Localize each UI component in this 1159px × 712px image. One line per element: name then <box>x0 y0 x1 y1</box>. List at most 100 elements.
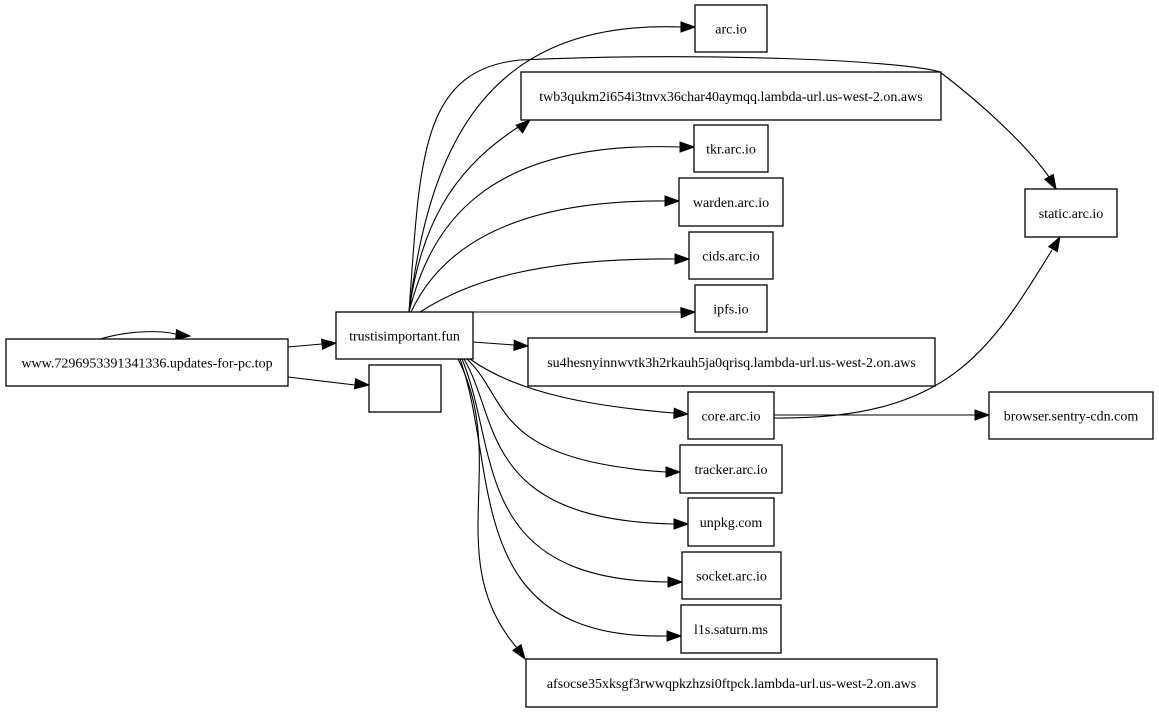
node-label: arc.io <box>715 23 746 38</box>
edge-line <box>287 343 323 348</box>
node-box <box>335 311 474 360</box>
edge-trust-to-afs <box>457 358 526 661</box>
nodes-layer: www.7296953391341336.updates-for-pc.top t… <box>5 4 1154 708</box>
edge-www-to-trust <box>287 338 338 350</box>
node-box <box>525 658 938 708</box>
arrowhead-icon <box>680 307 697 319</box>
node-label: su4hesnyinnwvtk3h2rkauh5ja0qrisq.lambda-… <box>547 356 916 371</box>
edge-line <box>463 358 675 525</box>
edge-trust-to-tkr <box>408 141 696 313</box>
arrowhead-icon <box>665 466 682 478</box>
arrowhead-icon <box>1047 235 1061 253</box>
node-label: tkr.arc.io <box>706 143 756 158</box>
node-label: warden.arc.io <box>693 196 769 211</box>
node-box <box>688 231 774 280</box>
arrowhead-icon <box>680 21 697 33</box>
arrowhead-icon <box>673 518 690 530</box>
node-label: l1s.saturn.ms <box>694 623 768 638</box>
arrowhead-icon <box>667 576 684 588</box>
node-static[interactable]: static.arc.io <box>1024 188 1118 238</box>
node-label: unpkg.com <box>700 516 763 531</box>
node-socket[interactable]: socket.arc.io <box>681 551 782 600</box>
edge-line <box>408 26 682 313</box>
arrowhead-icon <box>321 338 338 350</box>
edge-www-to-www <box>99 329 192 341</box>
node-cids[interactable]: cids.arc.io <box>688 231 774 280</box>
edge-core-to-static <box>773 235 1061 419</box>
node-tracker[interactable]: tracker.arc.io <box>679 444 783 494</box>
edge-line <box>410 200 666 313</box>
edge-line <box>459 358 668 637</box>
node-box <box>988 391 1154 440</box>
node-label: trustisimportant.fun <box>349 330 460 345</box>
edge-line <box>472 341 515 346</box>
edge-trust-to-twb <box>408 119 532 313</box>
node-label: cids.arc.io <box>702 250 760 265</box>
node-box <box>687 391 775 440</box>
node-tkr[interactable]: tkr.arc.io <box>693 124 769 173</box>
edge-line <box>287 376 356 386</box>
node-label: socket.arc.io <box>696 570 767 585</box>
node-label: core.arc.io <box>701 410 760 425</box>
edge-line <box>99 331 179 340</box>
node-trust[interactable]: trustisimportant.fun <box>335 311 474 360</box>
arrowhead-icon <box>664 195 681 207</box>
arrowhead-icon <box>354 378 371 390</box>
edge-trust-to-static <box>408 56 1057 313</box>
node-label: ipfs.io <box>713 303 748 318</box>
node-arc[interactable]: arc.io <box>694 4 768 53</box>
node-label: www.7296953391341336.updates-for-pc.top <box>21 357 272 372</box>
node-box <box>694 4 768 53</box>
edge-core-to-sentry <box>774 409 991 421</box>
arrowhead-icon <box>679 141 696 153</box>
node-unpkg[interactable]: unpkg.com <box>687 497 775 547</box>
node-ipfs[interactable]: ipfs.io <box>694 284 768 333</box>
edge-trust-to-cids <box>419 253 691 313</box>
edge-trust-to-l1s <box>459 358 683 642</box>
edge-line <box>466 358 667 473</box>
edge-line <box>457 358 519 650</box>
node-www[interactable]: www.7296953391341336.updates-for-pc.top <box>5 338 289 387</box>
node-box <box>1024 188 1118 238</box>
node-box <box>687 497 775 547</box>
edge-line <box>461 358 669 583</box>
node-blank[interactable] <box>368 364 442 413</box>
edge-line <box>408 125 521 313</box>
edge-line <box>419 258 676 313</box>
arrowhead-icon <box>673 407 690 419</box>
node-twb[interactable]: twb3qukm2i654i3tnvx36char40aymqq.lambda-… <box>520 71 942 121</box>
node-box <box>5 338 289 387</box>
node-sentry[interactable]: browser.sentry-cdn.com <box>988 391 1154 440</box>
node-box <box>693 124 769 173</box>
arrowhead-icon <box>515 119 532 134</box>
node-box <box>368 364 442 413</box>
node-warden[interactable]: warden.arc.io <box>678 177 784 227</box>
node-su4[interactable]: su4hesnyinnwvtk3h2rkauh5ja0qrisq.lambda-… <box>527 337 936 387</box>
arrowhead-icon <box>175 329 192 341</box>
node-afs[interactable]: afsocse35xksgf3rwwqpkzhzsi0ftpck.lambda-… <box>525 658 938 708</box>
edge-trust-to-core <box>469 358 690 419</box>
edge-trust-to-arc <box>408 21 697 313</box>
arrowhead-icon <box>1043 173 1057 191</box>
node-l1s[interactable]: l1s.saturn.ms <box>680 604 782 654</box>
arrowhead-icon <box>974 409 991 421</box>
node-label: browser.sentry-cdn.com <box>1004 410 1139 425</box>
node-core[interactable]: core.arc.io <box>687 391 775 440</box>
node-box <box>694 284 768 333</box>
edge-trust-to-socket <box>461 358 684 588</box>
edges-layer <box>99 21 1061 661</box>
node-label: static.arc.io <box>1039 207 1104 222</box>
edge-line <box>469 358 675 414</box>
edge-trust-to-unpkg <box>463 358 690 530</box>
node-box <box>527 337 936 387</box>
edge-trust-to-warden <box>410 195 681 313</box>
node-label: afsocse35xksgf3rwwqpkzhzsi0ftpck.lambda-… <box>547 677 916 692</box>
node-box <box>678 177 784 227</box>
arrowhead-icon <box>666 630 683 642</box>
node-box <box>680 604 782 654</box>
edge-trust-to-tracker <box>466 358 682 478</box>
node-label: twb3qukm2i654i3tnvx36char40aymqq.lambda-… <box>539 90 922 105</box>
edge-www-to-blank <box>287 376 371 390</box>
node-box <box>681 551 782 600</box>
